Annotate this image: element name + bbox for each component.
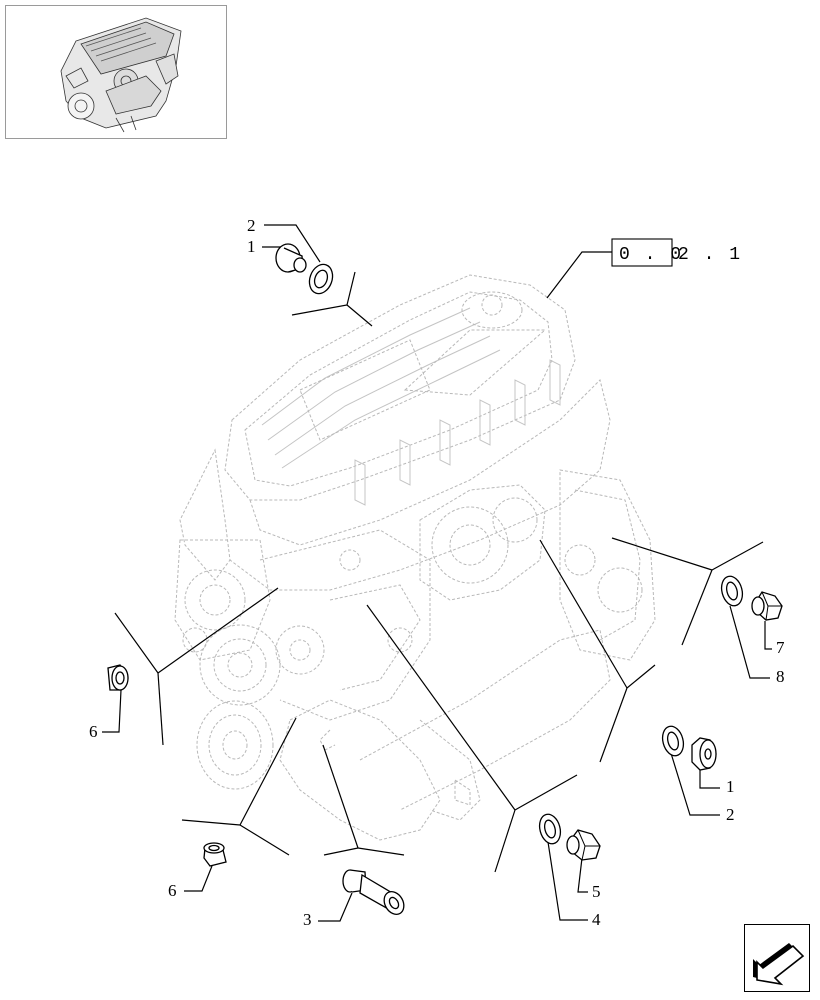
part-plug-left-upper[interactable] — [107, 664, 129, 691]
next-page-button[interactable] — [744, 924, 810, 992]
engine-outline — [174, 274, 656, 841]
reference-box-suffix: 2 . 1 — [678, 245, 742, 265]
part-plug-bottom-hex[interactable] — [566, 829, 601, 861]
reference-box[interactable]: 0 . 0 2 . 1 — [611, 238, 742, 267]
callout-left-6-upper: 6 — [89, 722, 98, 741]
next-page-arrow-icon — [753, 943, 805, 986]
part-plug-right-hex[interactable] — [751, 591, 783, 621]
callout-right-7: 7 — [776, 638, 785, 657]
part-washer-mid-right[interactable] — [659, 724, 686, 758]
callout-bottom-5: 5 — [592, 882, 601, 901]
callout-labels: 2 1 7 8 1 2 5 4 3 6 6 — [89, 216, 785, 929]
part-washer-bottom[interactable] — [536, 812, 563, 846]
part-washer-top[interactable] — [306, 261, 337, 297]
engine-thumbnail-icon — [60, 17, 182, 133]
callout-right-1: 1 — [726, 777, 735, 796]
reference-box-digits: 0 . 0 — [619, 245, 683, 265]
engine-thumbnail[interactable] — [5, 5, 227, 139]
callout-bottom-4: 4 — [592, 910, 601, 929]
callout-left-6-lower: 6 — [168, 881, 177, 900]
part-plug-mid-right[interactable] — [691, 737, 717, 771]
callout-bottom-3: 3 — [303, 910, 312, 929]
part-plug-top[interactable] — [275, 243, 307, 273]
callout-top-2: 2 — [247, 216, 256, 235]
callout-top-1: 1 — [247, 237, 256, 256]
callout-right-2: 2 — [726, 805, 735, 824]
part-fitting-sensor[interactable] — [342, 869, 408, 918]
callout-right-8: 8 — [776, 667, 785, 686]
leader-lines — [102, 224, 772, 922]
part-plug-left-lower[interactable] — [203, 842, 227, 867]
part-washer-right[interactable] — [718, 574, 745, 608]
